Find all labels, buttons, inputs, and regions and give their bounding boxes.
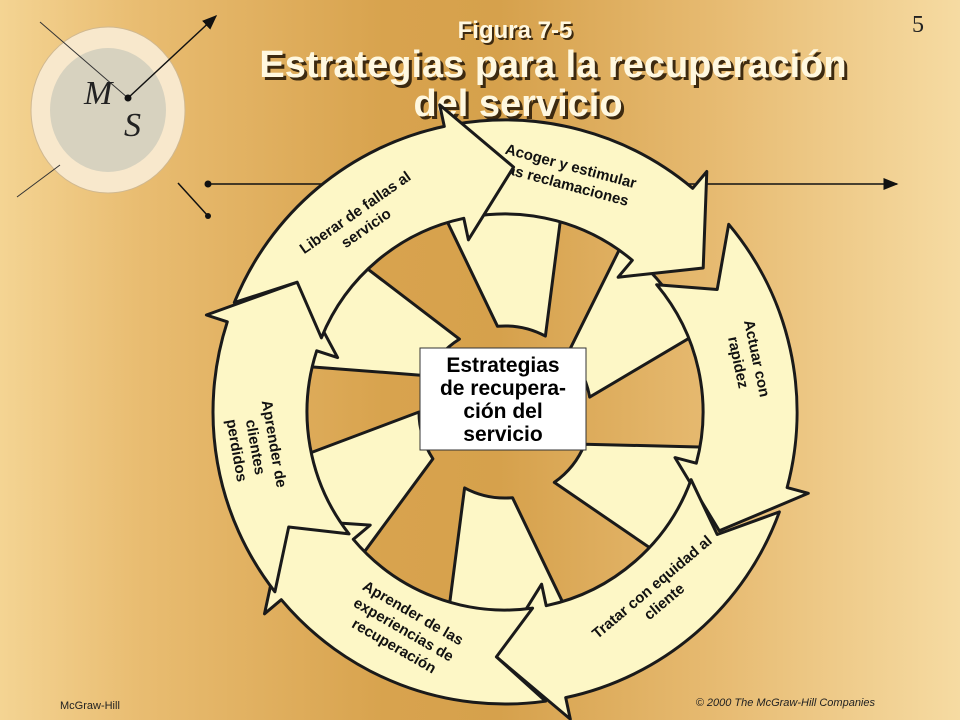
center-label-line: de recupera- <box>440 377 566 400</box>
logo-letter-s: S <box>124 107 141 144</box>
figure-label-shadow: Figura 7-5 <box>460 19 575 46</box>
cycle-arrow-clientes <box>204 280 351 594</box>
logo: M S <box>16 14 218 219</box>
hub-segment <box>447 486 566 616</box>
footer-copyright: © 2000 The McGraw-Hill Companies <box>696 697 876 709</box>
page-title-line1-shadow: Estrategias para la recuperación <box>262 47 849 89</box>
cycle-arrow-liberar <box>232 103 516 340</box>
center-box-bg <box>419 347 587 451</box>
hub-segment <box>444 208 563 338</box>
center-label-line: servicio <box>463 423 542 446</box>
page-title-line1: Estrategias para la recuperación <box>259 44 846 86</box>
cycle-arrow-tratar <box>494 478 781 720</box>
logo-dot-center <box>124 94 132 102</box>
cycle-step-acoger: Acoger y estimularlas reclamaciones <box>452 118 709 279</box>
logo-diagonal-line <box>39 21 129 99</box>
logo-dot-bottom <box>205 213 211 219</box>
center-label-line: ción del <box>463 400 542 423</box>
page-number: 5 <box>912 12 924 38</box>
center-label-line: Estrategias <box>446 354 559 377</box>
logo-arrow-up <box>127 14 218 99</box>
figure-label: Figura 7-5 <box>458 17 573 44</box>
recovery-cycle: Acoger y estimularlas reclamacionesActua… <box>204 103 810 720</box>
logo-letter-m: M <box>83 75 114 112</box>
logo-short-line <box>177 182 209 217</box>
cycle-arrow-actuar <box>655 222 810 533</box>
logo-lower-line <box>16 164 61 198</box>
cycle-step-liberar: Liberar de fallas alservicio <box>232 103 516 340</box>
cycle-arrow-acoger <box>452 118 709 279</box>
cycle-step-clientes: Aprender declientesperdidos <box>204 280 351 594</box>
logo-inner-disc <box>50 48 166 172</box>
cycle-step-actuar: Actuar conrapidez <box>655 222 810 533</box>
footer-publisher: McGraw-Hill <box>60 700 120 712</box>
